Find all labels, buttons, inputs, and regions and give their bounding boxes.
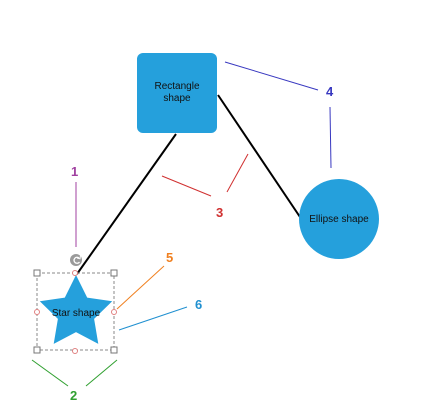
rectangle-shape[interactable] — [137, 53, 217, 133]
connection-port-top[interactable] — [72, 270, 78, 276]
callout-2-line-right — [85, 359, 118, 387]
callout-2-number: 2 — [70, 388, 77, 403]
callout-3-number: 3 — [216, 205, 223, 220]
callout-4-number: 4 — [326, 84, 334, 99]
callout-1-number: 1 — [71, 164, 78, 179]
star-shape[interactable] — [39, 275, 113, 344]
callout-2-line-left — [31, 359, 69, 387]
callout-5-line — [116, 265, 165, 310]
callout-6-number: 6 — [195, 297, 202, 312]
callout-6-line — [118, 306, 188, 331]
callout-3-line-left — [161, 175, 212, 197]
rectangle-shape-label-line1: Rectangle — [154, 81, 199, 92]
connector-rectangle-ellipse[interactable] — [217, 94, 301, 218]
rectangle-shape-label-line2: shape — [163, 93, 191, 104]
callout-4-line-bottom — [329, 106, 332, 169]
resize-handle-top-left[interactable] — [33, 269, 41, 277]
callout-5-number: 5 — [166, 250, 173, 265]
resize-handle-top-right[interactable] — [110, 269, 118, 277]
connection-port-left[interactable] — [34, 309, 40, 315]
connector-rectangle-star[interactable] — [76, 133, 177, 275]
star-shape-label: Star shape — [52, 308, 101, 319]
connection-port-right[interactable] — [111, 309, 117, 315]
rotate-icon[interactable] — [70, 254, 82, 266]
ellipse-shape-label: Ellipse shape — [309, 214, 369, 225]
resize-handle-bottom-right[interactable] — [110, 346, 118, 354]
callout-4-line-top — [224, 61, 319, 91]
ellipse-shape[interactable] — [299, 179, 379, 259]
callout-3-line-right — [226, 153, 249, 193]
resize-handle-bottom-left[interactable] — [33, 346, 41, 354]
connection-port-bottom[interactable] — [72, 348, 78, 354]
